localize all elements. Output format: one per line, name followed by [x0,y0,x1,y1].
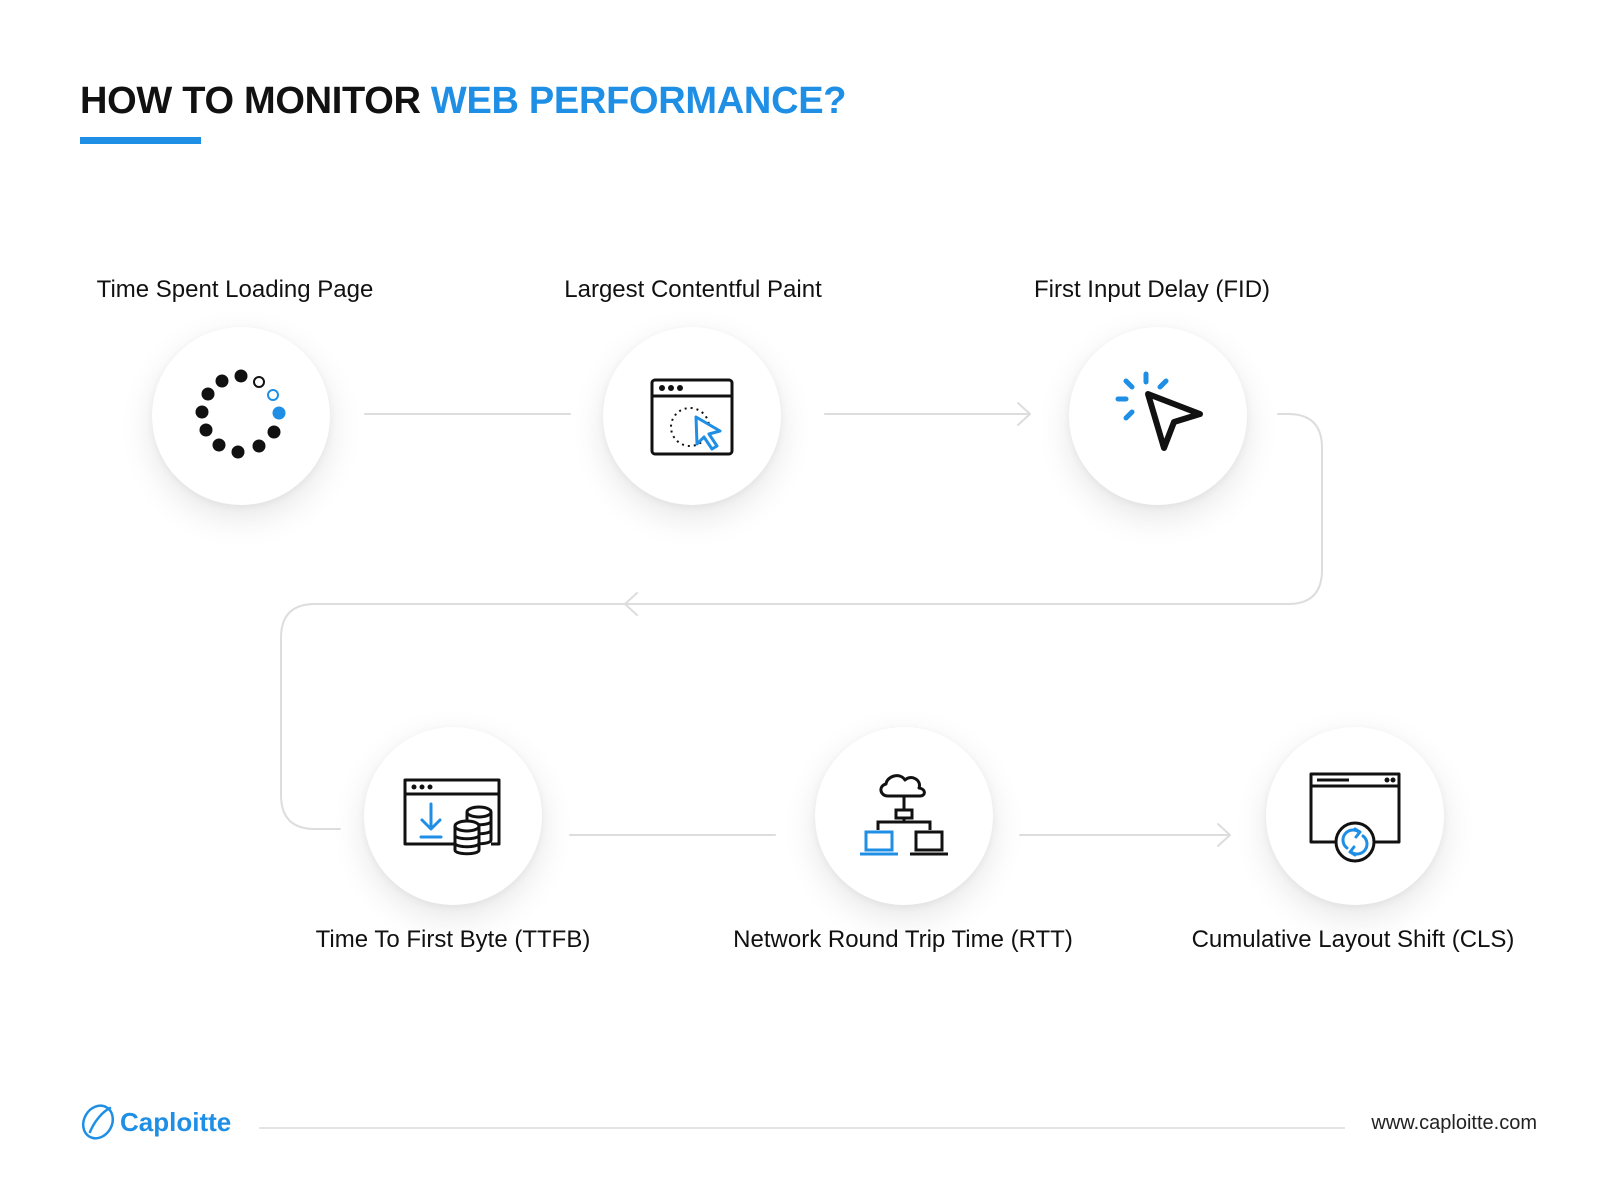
connector-3-to-row2 [280,413,1323,830]
step-label-fid: First Input Delay (FID) [1033,276,1271,303]
click-cursor-icon [1115,371,1203,451]
connector-5-6-arrowhead [1217,823,1231,847]
step-circle-loading-page [152,327,330,505]
caploitte-logo-icon [81,1104,115,1140]
step-circle-cls [1266,727,1444,905]
cloud-network-icon [860,774,948,856]
browser-cursor-icon [650,378,734,456]
title-highlight: WEB PERFORMANCE? [430,80,847,122]
step-label-ttfb: Time To First Byte (TTFB) [315,926,591,953]
download-database-icon [403,778,501,856]
step-label-rtt: Network Round Trip Time (RTT) [733,926,1073,953]
footer-divider [259,1127,1345,1129]
step-label-cls: Cumulative Layout Shift (CLS) [1191,926,1515,953]
step-circle-ttfb [364,727,542,905]
browser-refresh-icon [1309,772,1401,863]
step-circle-lcp [603,327,781,505]
connector-loop-arrowhead [624,592,638,616]
step-circle-rtt [815,727,993,905]
step-label-loading-page: Time Spent Loading Page [96,276,374,303]
connector-2-3-arrowhead [1017,402,1031,426]
title-underline [80,137,201,144]
title-prefix: HOW TO MONITOR [80,80,421,122]
page-title: HOW TO MONITOR WEB PERFORMANCE? [80,80,846,123]
step-label-lcp: Largest Contentful Paint [564,276,822,303]
footer-url: www.caploitte.com [1371,1112,1537,1134]
loading-spinner-icon [195,369,286,459]
footer-brand: Caploitte [120,1106,232,1137]
footer-logo: Caploitte [80,1102,231,1142]
step-circle-fid [1069,327,1247,505]
